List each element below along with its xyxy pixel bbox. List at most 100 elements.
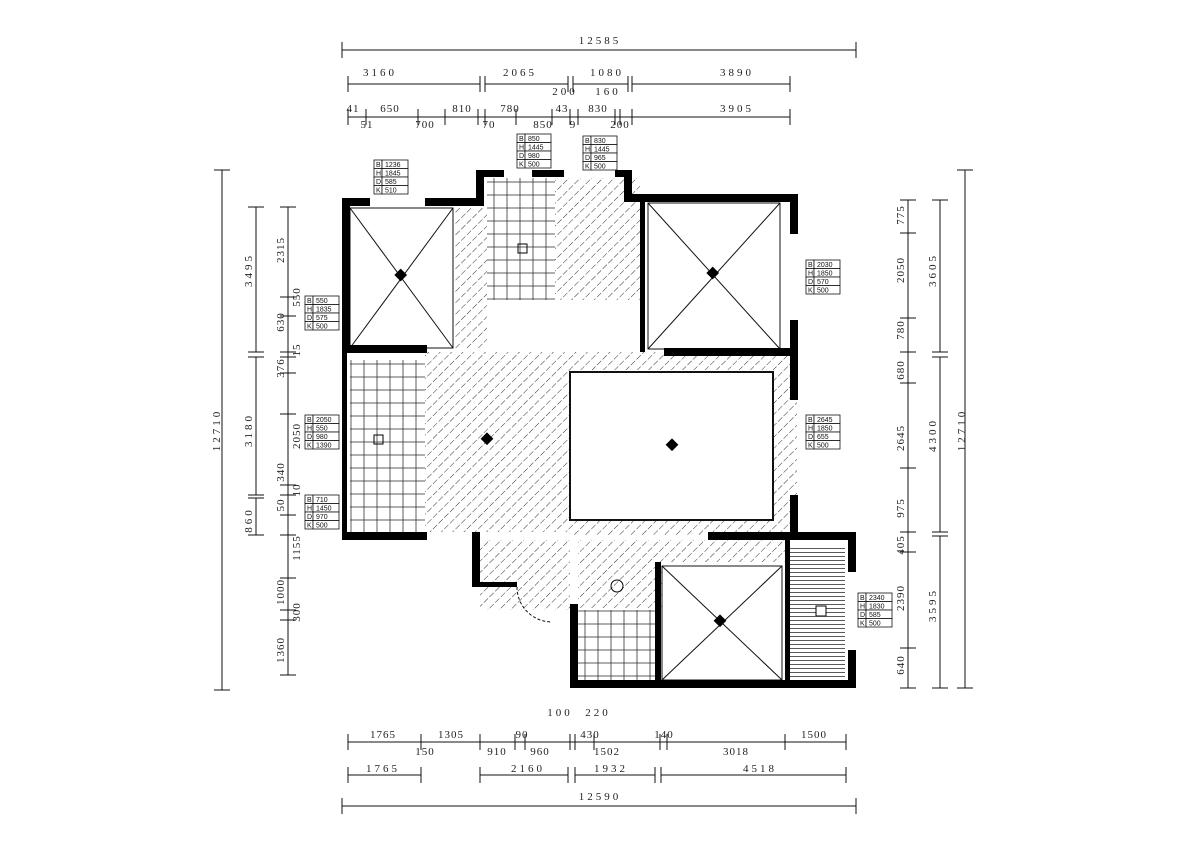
dimension-label: 3905 [720,103,754,115]
light-fixture-icon [480,432,494,446]
tag-value: 575 [316,315,328,322]
tag-key: D [808,434,813,441]
tag-value: 1845 [385,171,401,178]
tag-value: 510 [385,188,397,195]
bathroom-tile-floor [578,610,660,682]
kitchen-tile-floor [487,178,555,300]
dimension-label: 1765 [370,729,396,741]
tag-value: 980 [528,153,540,160]
tag-key: D [376,179,381,186]
dimension-label: 960 [530,746,550,758]
tag-key: B [808,417,813,424]
tag-value: 965 [594,155,606,162]
dimension-label: 3595 [927,588,939,622]
tag-key: B [585,138,590,145]
tag-key: H [307,426,312,433]
dimension-label: 1765 [366,763,400,775]
dimension-label: 4300 [927,418,939,452]
tag-value: 500 [869,621,881,628]
tag-value: 500 [528,162,540,169]
dimension-label: 200 [610,119,630,131]
tag-key: K [307,443,312,450]
tag-value: 980 [316,434,328,441]
tag-key: K [860,621,865,628]
dimension-label: 140 [654,729,674,741]
dimension-label: 650 [380,103,400,115]
tag-key: H [808,426,813,433]
tag-key: K [307,523,312,530]
tag-value: 500 [316,324,328,331]
tag-value: 585 [869,612,881,619]
dimension-label: 3495 [243,253,255,287]
dimension-label: 12590 [579,791,622,803]
dimension-label: 10 [291,484,303,497]
door-swing [516,586,553,623]
tag-key: B [307,417,312,424]
tag-key: B [376,162,381,169]
tag-value: 500 [316,523,328,530]
dimension-label: 220 [585,707,611,719]
tag-key: H [519,145,524,152]
tag-value: 500 [817,443,829,450]
dimension-label: 780 [500,103,520,115]
dimension-label: 2160 [511,763,545,775]
tag-value: 1390 [316,443,332,450]
dimension-label: 15 [291,344,303,357]
light-fixture-icon [713,614,727,628]
floor-finishes [350,178,845,682]
dimension-label: 550 [291,287,303,307]
tag-key: K [519,162,524,169]
tag-value: 710 [316,497,328,504]
dimension-label: 2390 [895,585,907,611]
tag-value: 550 [316,426,328,433]
tag-key: B [307,298,312,305]
tag-value: 2340 [869,595,885,602]
dimension-label: 12585 [579,35,622,47]
dimension-label: 90 [516,729,529,741]
dimension-label: 2065 [503,67,537,79]
dimension-label: 1080 [590,67,624,79]
dimension-label: 70 [483,119,496,131]
tag-key: K [307,324,312,331]
tag-value: 1850 [817,271,833,278]
tag-key: D [307,315,312,322]
tag-value: 585 [385,179,397,186]
dimension-label: 780 [895,320,907,340]
tag-value: 550 [316,298,328,305]
tag-value: 970 [316,514,328,521]
dimension-label: 1500 [801,729,827,741]
dimension-label: 630 [275,312,287,332]
dimension-label: 43 [556,103,569,115]
tag-value: 500 [594,164,606,171]
dimension-label: 3605 [927,253,939,287]
tag-key: B [808,262,813,269]
dimension-label: 850 [533,119,553,131]
tag-key: H [808,271,813,278]
dimension-label: 1305 [438,729,464,741]
dimension-label: 1360 [275,637,287,663]
tag-key: D [519,153,524,160]
dimension-label: 975 [895,498,907,518]
tag-key: D [307,514,312,521]
dimension-label: 775 [895,205,907,225]
tag-value: 830 [594,138,606,145]
dimension-label: 680 [895,360,907,380]
tag-value: 570 [817,279,829,286]
dimension-label: 51 [361,119,374,131]
tag-key: B [519,136,524,143]
tag-value: 2050 [316,417,332,424]
tag-key: H [860,604,865,611]
tag-key: H [376,171,381,178]
tag-key: K [808,288,813,295]
dimension-label: 430 [580,729,600,741]
tag-key: H [307,307,312,314]
dimension-label: 200 [552,86,578,98]
tag-value: 1450 [316,506,332,513]
